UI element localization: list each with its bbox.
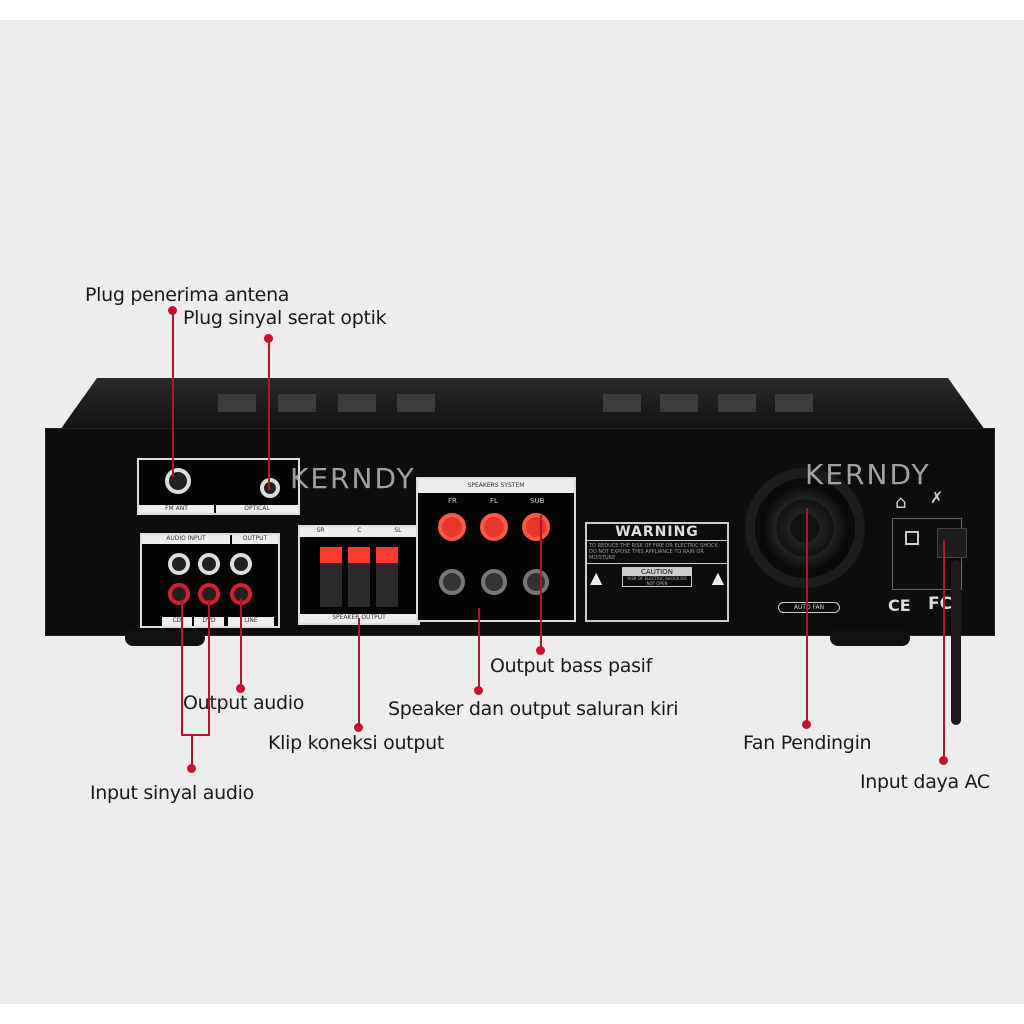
vent-slot [603,394,641,412]
callout-dot [474,686,483,695]
clip-terminal-sl[interactable] [376,547,398,607]
audio-input-label: AUDIO INPUT [142,535,230,544]
callout-line [240,598,242,690]
label-fan: Fan Pendingin [743,732,872,754]
antenna-optical-panel: FM ANT OPTICAL [137,458,300,515]
vent-slot [278,394,316,412]
callout-dot [236,684,245,693]
vent-slot [338,394,376,412]
line-label: LINE [228,617,274,626]
channel-sub: SUB [530,497,545,505]
callout-line [191,735,193,770]
clip-channel-c: C [357,527,362,534]
ac-power-plug[interactable] [937,528,967,558]
auto-fan-label: AUTO FAN [778,602,840,613]
output-label: OUTPUT [232,535,278,544]
callout-dot [187,764,196,773]
caution-text: RISK OF ELECTRIC SHOCK DO NOT OPEN [627,576,687,586]
cooling-fan [745,468,865,588]
callout-dot [354,723,363,732]
vent-slot [397,394,435,412]
vent-slot [660,394,698,412]
top-border [0,0,1024,20]
fr-negative-post[interactable] [439,569,465,595]
warning-triangle-icon: ▲ [711,567,724,587]
callout-line [358,618,360,728]
vent-slot [218,394,256,412]
brand-logo: KERNDY [290,462,416,495]
optical-label: OPTICAL [216,505,298,513]
callout-line [806,508,808,726]
antenna-jack[interactable] [165,468,191,494]
bottom-border [0,1004,1024,1024]
electric-shock-icon: ▲ [590,567,603,587]
double-insulation-icon [905,531,919,545]
label-audio-output: Output audio [183,692,305,714]
sub-positive-post[interactable] [522,513,550,541]
line-left-jack[interactable] [230,553,252,575]
clip-terminal-sr[interactable] [320,547,342,607]
sub-negative-post[interactable] [523,569,549,595]
warning-label: WARNING TO REDUCE THE RISK OF FIRE OR EL… [585,522,729,622]
vent-slot [718,394,756,412]
fr-positive-post[interactable] [438,513,466,541]
callout-dot [168,306,177,315]
cd-label: CD [162,617,192,626]
label-bass: Output bass pasif [490,655,653,677]
callout-line [172,312,174,477]
callout-dot [264,334,273,343]
speakers-system-label: SPEAKERS SYSTEM [418,479,574,493]
indoor-use-icon: ⌂ [895,492,907,513]
optical-jack[interactable] [260,478,280,498]
callout-dot [536,646,545,655]
audio-io-panel: AUDIO INPUT OUTPUT CD DVD LINE [140,533,280,628]
cd-left-jack[interactable] [168,553,190,575]
dvd-left-jack[interactable] [198,553,220,575]
clip-channel-sr: SR [316,527,325,534]
fl-positive-post[interactable] [480,513,508,541]
label-speaker-left: Speaker dan output saluran kiri [388,698,679,720]
label-audio-input: Input sinyal audio [90,782,254,804]
label-optical: Plug sinyal serat optik [183,307,387,329]
label-antenna: Plug penerima antena [85,284,290,306]
callout-line [540,515,542,650]
fl-negative-post[interactable] [481,569,507,595]
vent-slot [775,394,813,412]
callout-line [943,540,945,762]
label-clip-output: Klip koneksi output [268,732,444,754]
label-ac-input: Input daya AC [860,771,990,793]
warning-title: WARNING [587,524,727,541]
callout-line [181,600,183,735]
power-cord [951,560,961,725]
channel-fl: FL [490,497,498,505]
warning-text: TO REDUCE THE RISK OF FIRE OR ELECTRIC S… [589,543,718,561]
clip-channel-sl: SL [394,527,402,534]
clip-terminal-c[interactable] [348,547,370,607]
ce-mark: CE [888,596,911,615]
callout-line [478,608,480,690]
callout-dot [802,720,811,729]
channel-fr: FR [448,497,457,505]
amplifier-top-cover [60,378,985,430]
foot [125,630,205,646]
callout-line [268,338,270,490]
callout-dot [939,756,948,765]
brand-logo: KERNDY [805,458,931,491]
caution-title: CAUTION [623,568,691,576]
fcc-mark: FC [928,594,953,614]
cd-right-jack[interactable] [168,583,190,605]
speaker-clip-panel: SR C SL SPEAKER OUTPUT [298,525,420,625]
speakers-system-panel: SPEAKERS SYSTEM FR FL SUB [416,477,576,622]
callout-bracket [181,734,210,736]
callout-line [208,600,210,735]
fm-ant-label: FM ANT [139,505,214,513]
weee-bin-icon: ✗ [930,488,944,507]
foot [830,630,910,646]
